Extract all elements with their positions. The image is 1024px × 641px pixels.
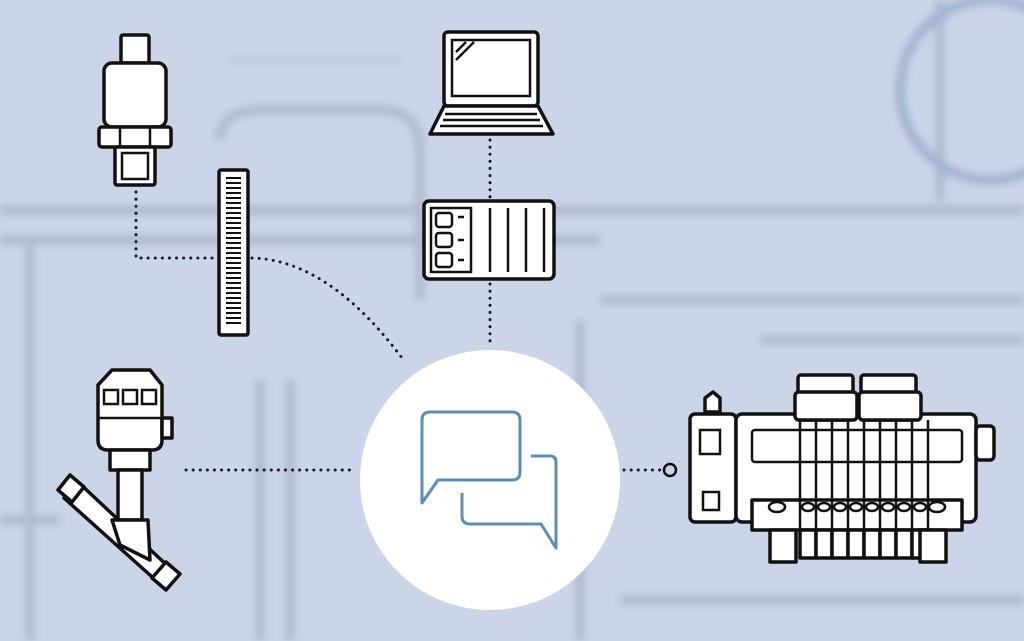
controller-icon (422, 199, 556, 281)
pressure-sensor-icon (97, 33, 173, 187)
terminal-strip-icon (217, 168, 250, 337)
chat-bubbles-icon (420, 410, 558, 550)
connection-lines (134, 138, 678, 478)
laptop-icon (428, 30, 555, 136)
valve-terminal-icon (688, 373, 996, 564)
angle-seat-valve-icon (56, 368, 182, 592)
